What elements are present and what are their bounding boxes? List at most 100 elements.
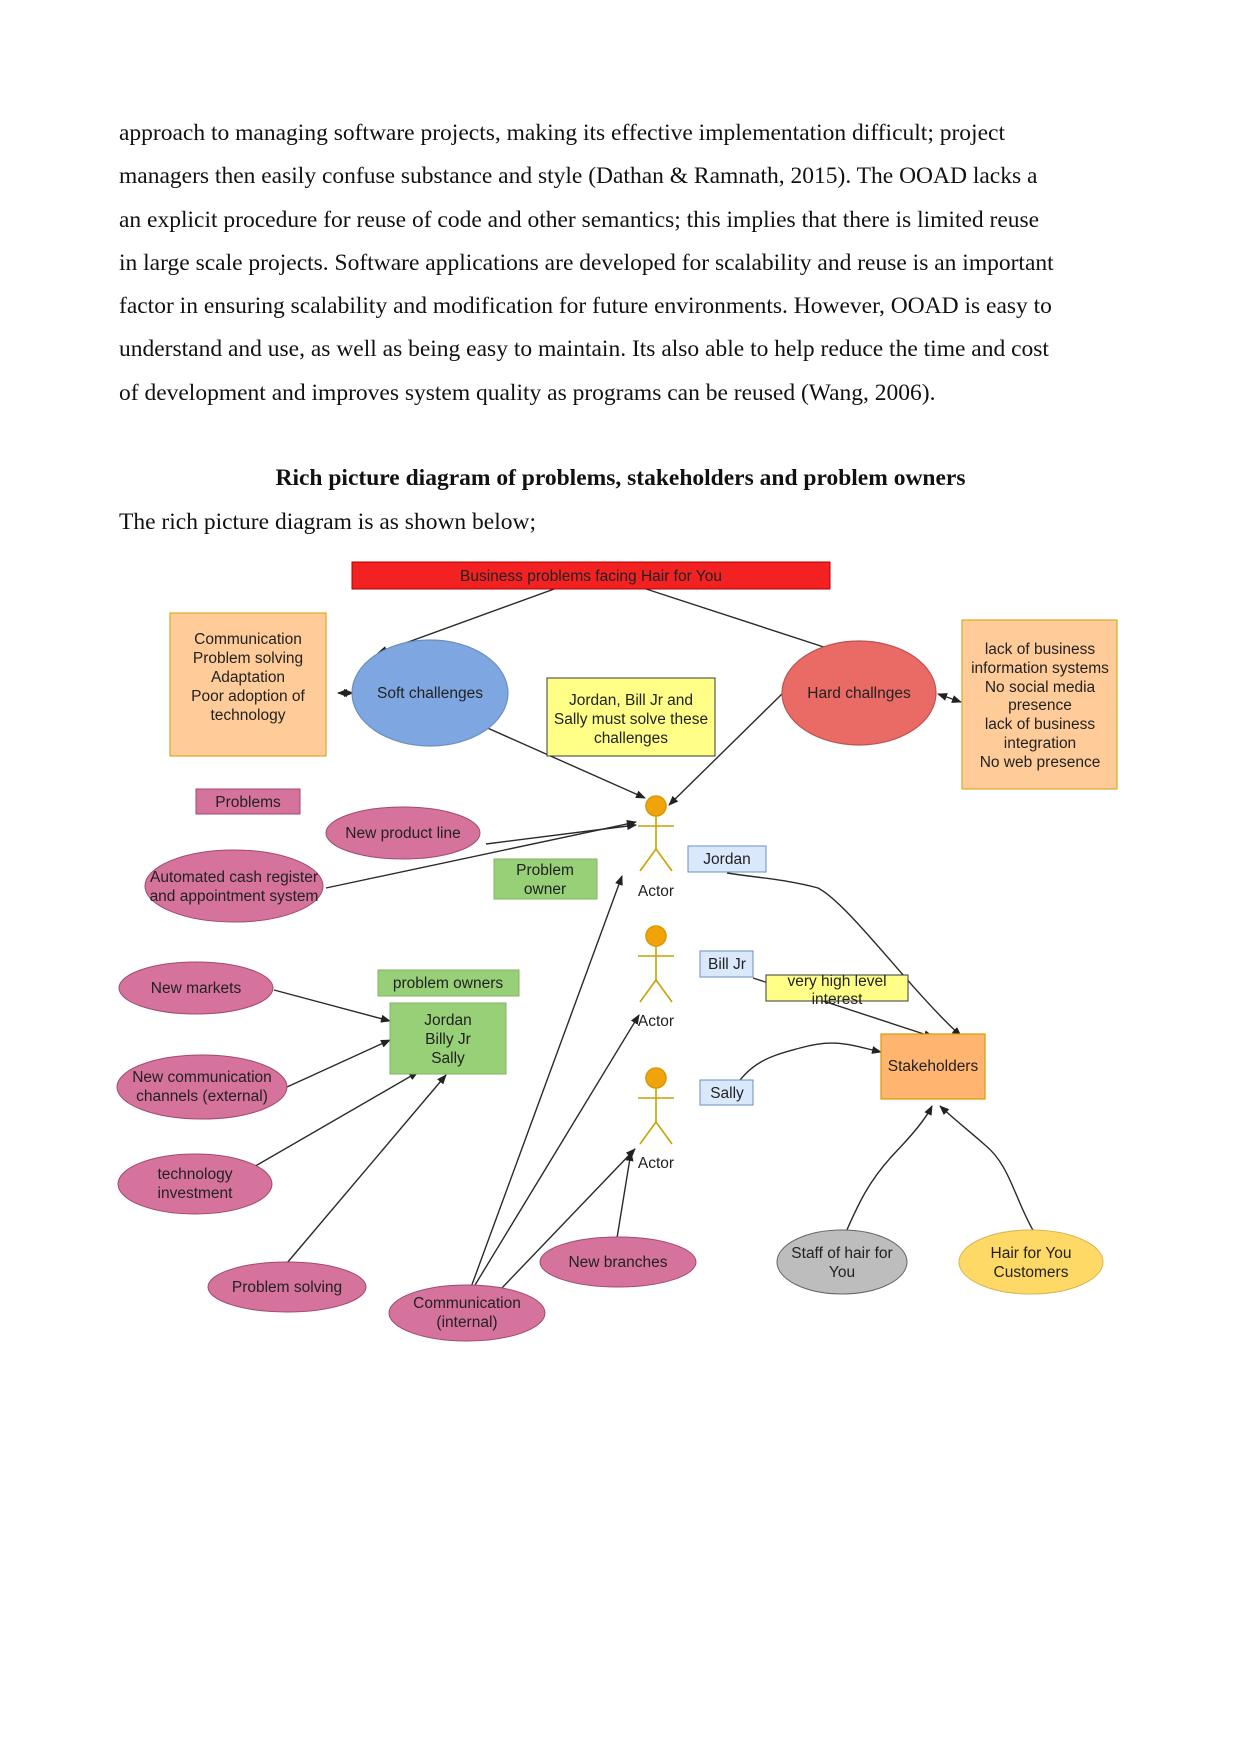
svg-text:interest: interest bbox=[812, 991, 864, 1008]
actor-label: Actor bbox=[638, 1013, 674, 1030]
arrow-comm-to-actor3 bbox=[499, 1148, 636, 1291]
name-tag-billjr: Bill Jr bbox=[699, 950, 754, 978]
problem-owners-label: problem owners bbox=[377, 969, 520, 997]
arrow-tech-to-owners bbox=[251, 1071, 419, 1169]
arrow-customers-to-stakeholders bbox=[939, 1105, 1035, 1233]
paragraph-line: approach to managing software projects, … bbox=[119, 120, 1005, 146]
paragraph-line: an explicit procedure for reuse of code … bbox=[119, 206, 1040, 233]
svg-text:and appointment system: and appointment system bbox=[150, 888, 319, 905]
paragraph-line: managers then easily confuse substance a… bbox=[119, 163, 1038, 190]
problem-automated-register: Automated cash register and appointment … bbox=[144, 849, 324, 923]
paragraph-line: in large scale projects. Software applic… bbox=[119, 249, 1054, 276]
svg-text:Jordan: Jordan bbox=[703, 851, 750, 868]
paragraph-line: understand and use, as well as being eas… bbox=[119, 336, 1049, 363]
svg-text:Stakeholders: Stakeholders bbox=[888, 1058, 979, 1075]
svg-text:Poor adoption of: Poor adoption of bbox=[191, 688, 305, 705]
hard-challenges-ellipse: Hard challnges bbox=[781, 640, 937, 746]
svg-text:New communication: New communication bbox=[132, 1069, 272, 1086]
stakeholder-customers: Hair for You Customers bbox=[958, 1229, 1104, 1295]
paragraph-line: of development and improves system quali… bbox=[119, 379, 936, 406]
svg-text:Problem solving: Problem solving bbox=[232, 1279, 342, 1296]
problem-owner-label: Problem owner bbox=[493, 858, 598, 900]
stakeholders-box: Stakeholders bbox=[880, 1033, 986, 1100]
svg-text:integration: integration bbox=[1004, 735, 1076, 752]
svg-text:Problem: Problem bbox=[516, 862, 574, 879]
must-solve-note: Jordan, Bill Jr and Sally must solve the… bbox=[546, 677, 716, 757]
svg-text:New markets: New markets bbox=[151, 980, 242, 997]
svg-text:owner: owner bbox=[524, 881, 566, 898]
problem-new-markets: New markets bbox=[118, 961, 274, 1015]
actor-label: Actor bbox=[638, 1155, 674, 1172]
arrow-branches-to-actor3 bbox=[616, 1151, 634, 1239]
arrow-title-to-hard bbox=[642, 587, 837, 653]
svg-text:No social media: No social media bbox=[985, 679, 1096, 696]
actor-label: Actor bbox=[638, 883, 674, 900]
line-soft-to-actor bbox=[482, 725, 646, 799]
svg-text:New product line: New product line bbox=[345, 825, 460, 842]
svg-text:problem owners: problem owners bbox=[393, 975, 504, 992]
arrow-markets-to-owners bbox=[273, 989, 391, 1023]
problem-new-branches: New branches bbox=[539, 1236, 697, 1288]
svg-text:Staff of hair for: Staff of hair for bbox=[791, 1245, 892, 1262]
problem-problem-solving: Problem solving bbox=[207, 1261, 367, 1313]
svg-text:challenges: challenges bbox=[594, 730, 668, 747]
svg-text:investment: investment bbox=[158, 1185, 234, 1202]
svg-text:Communication: Communication bbox=[194, 631, 302, 648]
arrow-newproduct-to-actor bbox=[485, 822, 637, 845]
svg-text:Communication: Communication bbox=[413, 1295, 521, 1312]
arrow-problemsolving-to-owners bbox=[286, 1074, 447, 1264]
svg-text:Sally: Sally bbox=[431, 1050, 465, 1067]
arrow-channels-to-owners bbox=[286, 1039, 391, 1088]
svg-text:Soft challenges: Soft challenges bbox=[377, 685, 483, 702]
body-paragraph: approach to managing software projects, … bbox=[119, 112, 1129, 415]
svg-text:New branches: New branches bbox=[568, 1254, 667, 1271]
name-tag-jordan: Jordan bbox=[687, 845, 767, 873]
svg-text:Sally: Sally bbox=[710, 1085, 744, 1102]
svg-text:lack of business: lack of business bbox=[985, 716, 1096, 733]
arrow-comm-to-actor1 bbox=[469, 875, 623, 1291]
arrow-staff-to-stakeholders bbox=[845, 1105, 933, 1233]
arrow-comm-to-actor2 bbox=[471, 1014, 640, 1291]
problem-new-channels: New communication channels (external) bbox=[116, 1054, 288, 1120]
intro-sentence: The rich picture diagram is as shown bel… bbox=[119, 509, 537, 535]
svg-text:lack of business: lack of business bbox=[985, 641, 1096, 658]
svg-text:Customers: Customers bbox=[994, 1264, 1069, 1281]
arrow-register-to-actor bbox=[325, 819, 637, 889]
svg-text:Billy Jr: Billy Jr bbox=[425, 1031, 471, 1048]
svg-text:You: You bbox=[829, 1264, 855, 1281]
svg-text:information systems: information systems bbox=[971, 660, 1109, 677]
svg-text:channels (external): channels (external) bbox=[136, 1088, 268, 1105]
arrow-sally-to-stakeholders bbox=[731, 1042, 882, 1093]
svg-text:Hair for You: Hair for You bbox=[991, 1245, 1072, 1262]
svg-text:Adaptation: Adaptation bbox=[211, 669, 285, 686]
actor-jordan bbox=[638, 795, 674, 872]
svg-text:Hard challnges: Hard challnges bbox=[807, 685, 911, 702]
svg-text:Bill Jr: Bill Jr bbox=[708, 956, 746, 973]
svg-text:Problem solving: Problem solving bbox=[193, 650, 303, 667]
section-heading: Rich picture diagram of problems, stakeh… bbox=[275, 465, 966, 491]
svg-text:No web presence: No web presence bbox=[980, 754, 1101, 771]
diagram-title-bar: Business problems facing Hair for You bbox=[351, 561, 831, 590]
svg-text:presence: presence bbox=[1008, 697, 1072, 714]
svg-text:technology: technology bbox=[158, 1166, 233, 1183]
arrow-hard-box bbox=[937, 693, 962, 703]
interest-note: very high level interest bbox=[765, 973, 909, 1008]
svg-text:Sally must solve these: Sally must solve these bbox=[554, 711, 708, 728]
svg-text:technology: technology bbox=[211, 707, 286, 724]
actor-billjr bbox=[638, 925, 674, 1003]
actor-sally bbox=[638, 1067, 674, 1145]
problem-tech-investment: technology investment bbox=[117, 1153, 273, 1215]
svg-text:Problems: Problems bbox=[215, 794, 281, 811]
problems-label: Problems bbox=[195, 788, 301, 815]
problem-owners-box: Jordan Billy Jr Sally bbox=[389, 1002, 507, 1075]
hard-challenges-list: lack of business information systems No … bbox=[961, 619, 1118, 790]
svg-text:(internal): (internal) bbox=[436, 1314, 497, 1331]
arrow-hard-to-actor bbox=[668, 692, 784, 806]
problem-communication-internal: Communication (internal) bbox=[388, 1284, 546, 1342]
svg-text:Jordan: Jordan bbox=[424, 1012, 471, 1029]
arrow-jordan-to-stakeholders bbox=[726, 872, 962, 1037]
stakeholder-staff: Staff of hair for You bbox=[776, 1229, 908, 1295]
paragraph-line: factor in ensuring scalability and modif… bbox=[119, 293, 1052, 320]
